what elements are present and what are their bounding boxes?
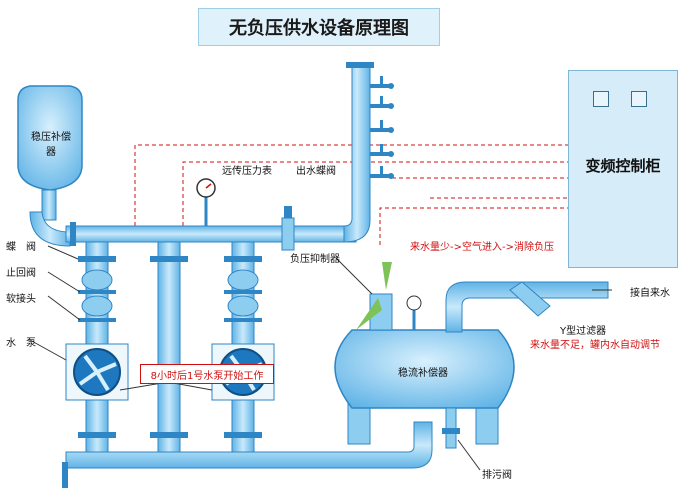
control-cabinet: 变频控制柜 [568,70,678,268]
drain-valve-label: 排污阀 [482,470,512,481]
remote-pressure-gauge [196,178,216,226]
tank-gauge [406,295,422,330]
tank-label: 稳流补偿器 [398,368,448,379]
negative-pressure-suppressor [356,262,393,331]
control-cabinet-label: 变频控制柜 [585,157,661,175]
diagram-title: 无负压供水设备原理图 [198,8,440,46]
suction-pipe [65,421,433,469]
check-valve-label: 止回阀 [6,268,36,279]
riser-pipe [343,65,371,243]
cabinet-window [631,91,647,107]
riser-taps [370,76,394,179]
small-stabilizer-label: 稳压补偿器 [31,132,71,158]
pump-column-2 [150,241,188,468]
inlet-pipe [445,281,609,333]
y-filter [509,281,551,317]
remote-gauge-label: 远传压力表 [222,166,272,177]
outlet-valve-label: 出水蝶阀 [296,166,336,177]
suppressor-label: 负压抑制器 [290,254,340,265]
water-pump-label: 水 泵 [6,338,36,349]
y-filter-label: Y型过滤器 [560,326,607,337]
pump-column-1 [65,241,129,468]
header-pipe [65,225,357,243]
vacuum-note: 来水量少->空气进入->消除负压 [410,242,554,253]
butterfly-valve-label: 蝶 阀 [6,242,36,253]
inlet-label: 接自来水 [630,288,670,299]
drain-valve [442,407,460,449]
soft-joint-label: 软接头 [6,294,36,305]
auto-adjust-note: 来水量不足，罐内水自动调节 [530,340,660,351]
control-lines [134,144,568,245]
pump-switch-note: 8小时后1号水泵开始工作 [140,364,274,384]
outlet-butterfly-valve [281,206,295,251]
pump-column-3 [211,241,275,468]
small-stabilizer-tank [17,85,83,247]
cabinet-window [593,91,609,107]
main-tank [334,329,515,445]
